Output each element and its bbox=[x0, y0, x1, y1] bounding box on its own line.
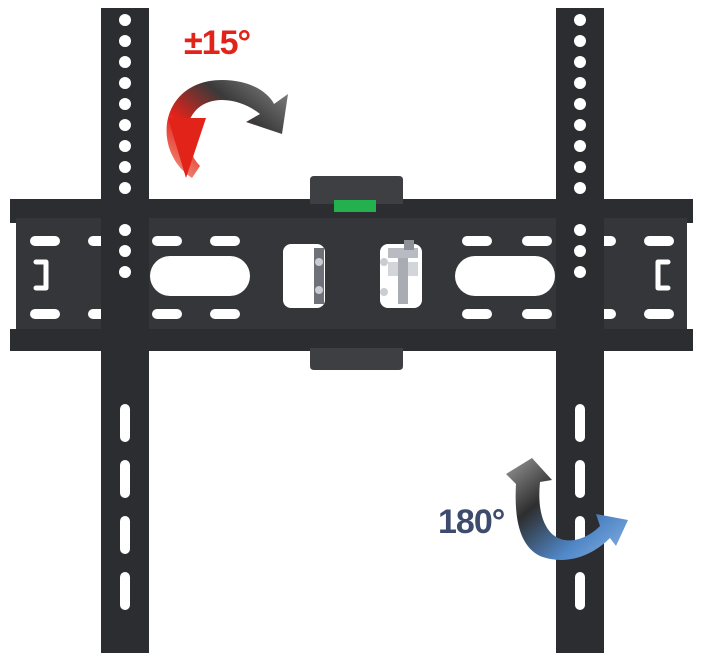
mounting-hardware-right bbox=[380, 240, 418, 304]
center-hub bbox=[310, 176, 418, 370]
left-arm-slots bbox=[120, 404, 130, 610]
center-hub-bottom bbox=[310, 348, 403, 370]
tilt-rotation-arrow-icon bbox=[166, 80, 288, 178]
green-lock-tab bbox=[334, 200, 376, 212]
wall-plate-end-notches bbox=[33, 259, 671, 291]
mounting-hardware-left bbox=[314, 248, 324, 304]
left-arm-round-holes bbox=[119, 14, 131, 278]
tilt-angle-label: ±15° bbox=[184, 24, 251, 62]
wall-plate-bottom-flange bbox=[10, 329, 693, 351]
right-arm-round-holes bbox=[574, 14, 586, 278]
swivel-rotation-arrow-icon bbox=[506, 458, 628, 560]
swivel-angle-label: 180° bbox=[438, 503, 505, 541]
center-hub-top bbox=[310, 176, 403, 204]
wall-plate-long-slots bbox=[150, 256, 555, 296]
left-vertical-arm bbox=[101, 8, 149, 653]
